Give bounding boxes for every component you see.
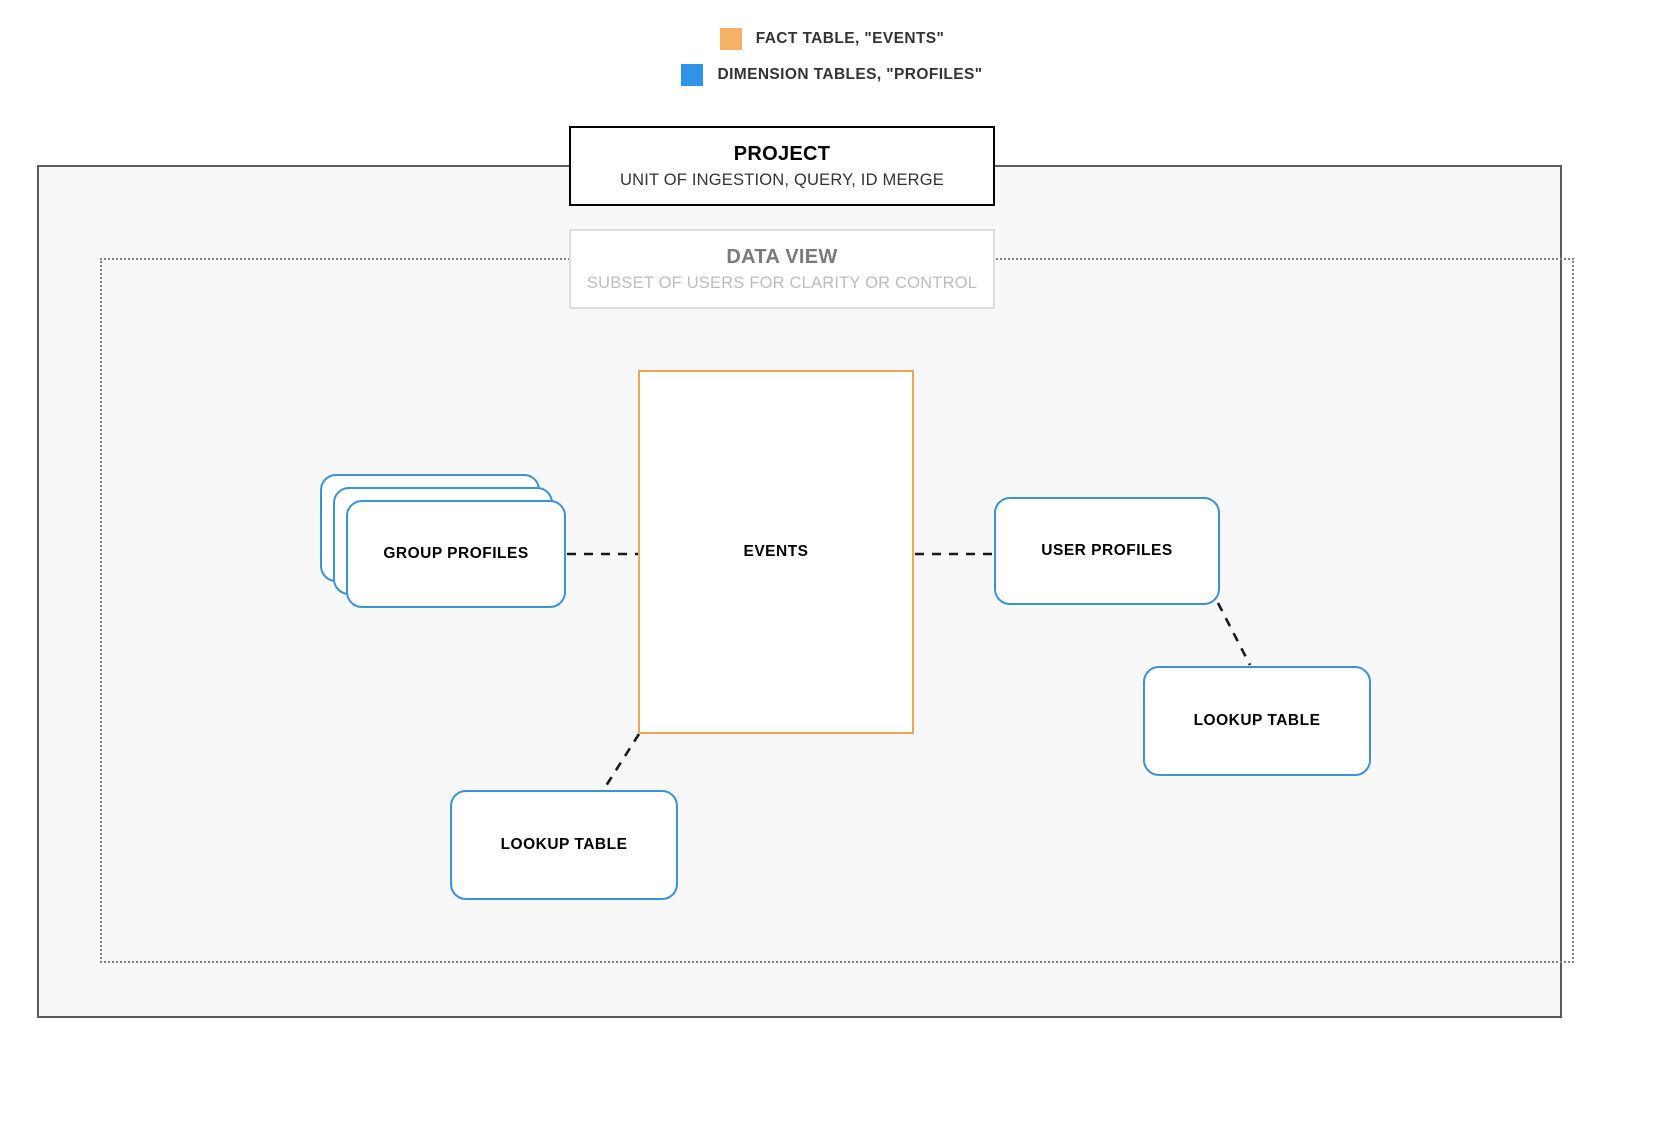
group-profiles-card-front[interactable]: GROUP PROFILES xyxy=(346,500,566,608)
node-lookup-table-left-label: LOOKUP TABLE xyxy=(500,836,628,853)
node-lookup-table-right-label: LOOKUP TABLE xyxy=(1193,712,1321,729)
node-group-profiles[interactable]: GROUP PROFILES xyxy=(320,474,566,608)
node-events[interactable]: EVENTS xyxy=(638,370,914,734)
fact-table-swatch xyxy=(719,28,742,50)
legend-item-dimension-tables: DIMENSION TABLES, "PROFILES" xyxy=(681,64,982,86)
node-lookup-table-right[interactable]: LOOKUP TABLE xyxy=(1143,666,1371,776)
legend-item-fact-table-label: FACT TABLE, "EVENTS" xyxy=(755,30,945,47)
legend-item-dimension-tables-label: DIMENSION TABLES, "PROFILES" xyxy=(717,66,983,83)
data-view-title: DATA VIEW xyxy=(726,245,838,268)
node-events-label: EVENTS xyxy=(743,543,809,560)
project-header-card: PROJECT UNIT OF INGESTION, QUERY, ID MER… xyxy=(569,126,995,206)
data-view-header-card: DATA VIEW SUBSET OF USERS FOR CLARITY OR… xyxy=(569,229,995,309)
legend: FACT TABLE, "EVENTS" DIMENSION TABLES, "… xyxy=(0,28,1664,86)
legend-item-fact-table: FACT TABLE, "EVENTS" xyxy=(719,28,945,50)
node-user-profiles-label: USER PROFILES xyxy=(1041,542,1173,559)
node-group-profiles-label: GROUP PROFILES xyxy=(383,545,529,562)
project-subtitle: UNIT OF INGESTION, QUERY, ID MERGE xyxy=(619,170,944,189)
data-view-subtitle: SUBSET OF USERS FOR CLARITY OR CONTROL xyxy=(586,273,978,292)
dimension-tables-swatch xyxy=(681,64,704,86)
node-lookup-table-left[interactable]: LOOKUP TABLE xyxy=(450,790,678,900)
project-title: PROJECT xyxy=(733,142,831,165)
node-user-profiles[interactable]: USER PROFILES xyxy=(994,497,1220,605)
